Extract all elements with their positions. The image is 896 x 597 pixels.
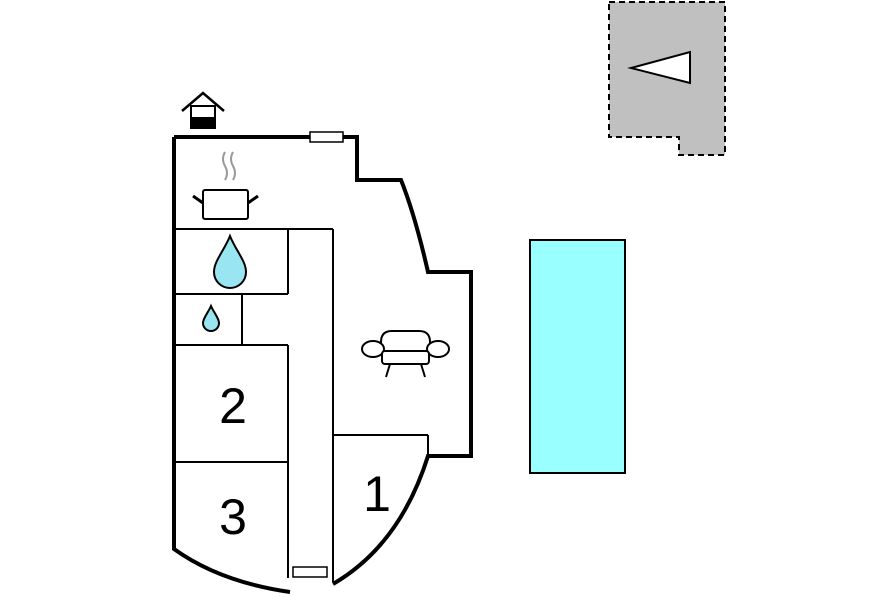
cooking-pot-icon [192,151,259,220]
pool [529,239,626,474]
water-drop-icon [212,233,248,289]
north-arrow-icon [627,50,691,85]
sofa-icon [361,330,450,378]
neighbor-building [608,1,726,156]
room-3-label: 3 [219,489,247,545]
house-entrance-icon [181,91,225,129]
interior-walls [174,228,429,582]
outer-wall [174,135,473,586]
outer-wall-left [172,137,291,594]
room-2-label: 2 [219,378,247,434]
window-top [309,131,344,143]
window-bottom [292,566,328,578]
small-water-drop-icon [201,303,221,332]
room-1-label: 1 [363,466,391,522]
